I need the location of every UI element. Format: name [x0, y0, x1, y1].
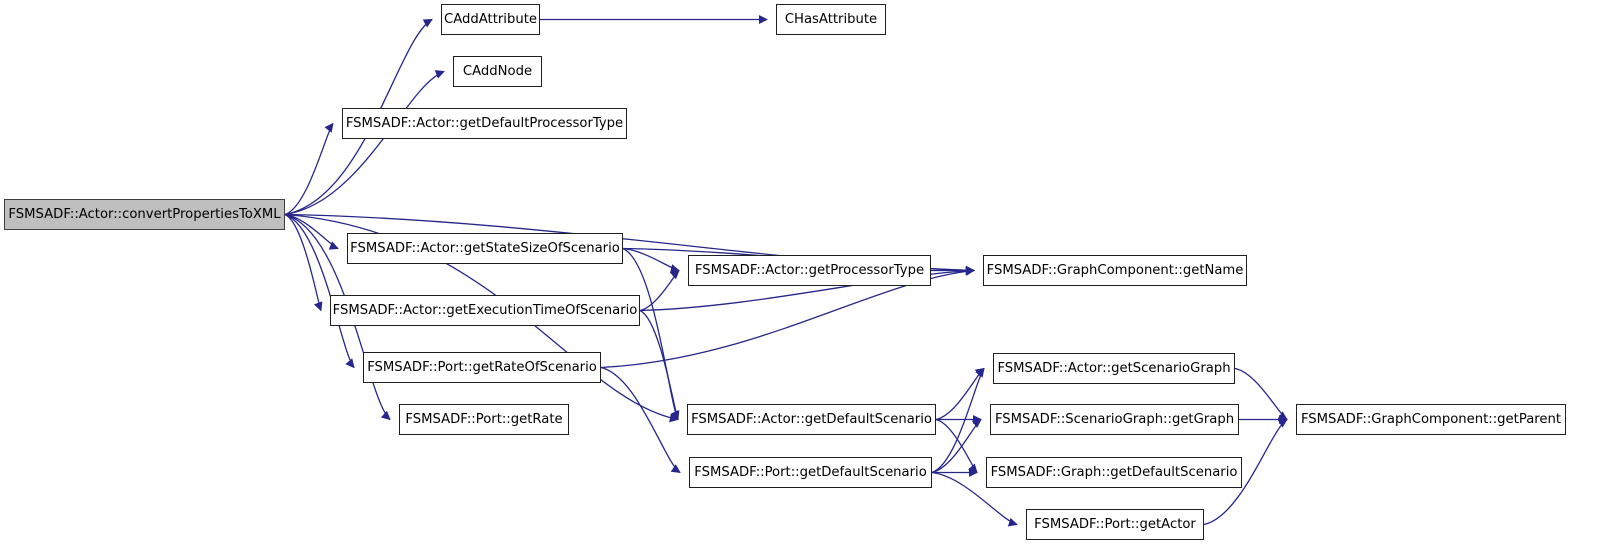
graph-node-rateofscen[interactable]: FSMSADF::Port::getRateOfScenario: [363, 352, 601, 383]
graph-node-label: FSMSADF::GraphComponent::getParent: [1300, 411, 1562, 427]
graph-node-label: FSMSADF::Actor::getStateSizeOfScenario: [350, 240, 620, 256]
graph-edge-root-to-rateofscen: [284, 213, 355, 369]
graph-edge-portdefsc-to-scengraph: [931, 367, 985, 474]
graph-node-label: FSMSADF::ScenarioGraph::getGraph: [994, 411, 1235, 427]
graph-node-statesize[interactable]: FSMSADF::Actor::getStateSizeOfScenario: [347, 233, 623, 264]
graph-node-label: CAddAttribute: [444, 11, 537, 27]
graph-node-label: FSMSADF::Actor::getScenarioGraph: [997, 360, 1231, 376]
graph-node-label: FSMSADF::Port::getActor: [1034, 516, 1196, 532]
graph-node-actordefsc[interactable]: FSMSADF::Actor::getDefaultScenario: [687, 404, 936, 435]
graph-edge-root-to-caddnode: [284, 70, 445, 216]
graph-edge-root-to-exectime: [284, 213, 323, 312]
graph-edge-root-to-defproctype: [284, 122, 334, 216]
graph-node-label: FSMSADF::Port::getDefaultScenario: [694, 464, 927, 480]
graph-node-label: FSMSADF::Actor::getProcessorType: [694, 262, 925, 278]
graph-node-label: FSMSADF::Actor::getExecutionTimeOfScenar…: [332, 302, 638, 318]
graph-node-portgetactor[interactable]: FSMSADF::Port::getActor: [1026, 509, 1204, 540]
graph-node-label: FSMSADF::Actor::getDefaultScenario: [691, 411, 932, 427]
graph-edge-actordefsc-to-scengraph: [935, 367, 985, 421]
graph-node-caddnode[interactable]: CAddNode: [453, 56, 542, 87]
graph-node-getname[interactable]: FSMSADF::GraphComponent::getName: [983, 255, 1247, 286]
graph-edge-rateofscen-to-getname: [600, 266, 975, 369]
graph-node-label: FSMSADF::Port::getRateOfScenario: [367, 359, 597, 375]
graph-edge-portdefsc-to-portgetactor: [931, 471, 1018, 527]
graph-node-scengraph[interactable]: FSMSADF::Actor::getScenarioGraph: [993, 353, 1235, 384]
graph-edge-exectime-to-actordefsc: [639, 309, 680, 421]
graph-node-caddattr[interactable]: CAddAttribute: [441, 4, 540, 35]
graph-edge-portdefsc-to-sggetgraph: [931, 418, 982, 474]
graph-node-exectime[interactable]: FSMSADF::Actor::getExecutionTimeOfScenar…: [330, 295, 640, 326]
graph-edge-statesize-to-actordefsc: [622, 247, 679, 421]
graph-node-sggetgraph[interactable]: FSMSADF::ScenarioGraph::getGraph: [990, 404, 1239, 435]
graph-node-label: FSMSADF::GraphComponent::getName: [986, 262, 1244, 278]
graph-edge-rateofscen-to-portdefsc: [600, 366, 681, 474]
graph-edge-statesize-to-proctype: [622, 247, 680, 274]
graph-node-label: FSMSADF::Port::getRate: [405, 411, 563, 427]
graph-node-label: CHasAttribute: [784, 11, 878, 27]
graph-node-label: FSMSADF::Actor::getDefaultProcessorType: [345, 115, 624, 131]
graph-node-root[interactable]: FSMSADF::Actor::convertPropertiesToXML: [4, 199, 285, 230]
graph-edge-exectime-to-proctype: [639, 269, 680, 312]
graph-node-getparent[interactable]: FSMSADF::GraphComponent::getParent: [1296, 404, 1566, 435]
graph-node-label: FSMSADF::Actor::convertPropertiesToXML: [8, 206, 281, 222]
graph-edge-exectime-to-getname: [639, 266, 975, 312]
graph-node-getrate[interactable]: FSMSADF::Port::getRate: [399, 404, 569, 435]
graph-node-chasattr[interactable]: CHasAttribute: [776, 4, 886, 35]
graph-node-graphdefsc[interactable]: FSMSADF::Graph::getDefaultScenario: [986, 457, 1242, 488]
graph-node-label: CAddNode: [462, 63, 533, 79]
graph-node-proctype[interactable]: FSMSADF::Actor::getProcessorType: [688, 255, 931, 286]
graph-node-label: FSMSADF::Graph::getDefaultScenario: [990, 464, 1238, 480]
graph-node-portdefsc[interactable]: FSMSADF::Port::getDefaultScenario: [689, 457, 932, 488]
graph-edge-portgetactor-to-getparent: [1203, 418, 1288, 526]
graph-node-defproctype[interactable]: FSMSADF::Actor::getDefaultProcessorType: [342, 108, 627, 139]
graph-edge-scengraph-to-getparent: [1234, 367, 1288, 421]
